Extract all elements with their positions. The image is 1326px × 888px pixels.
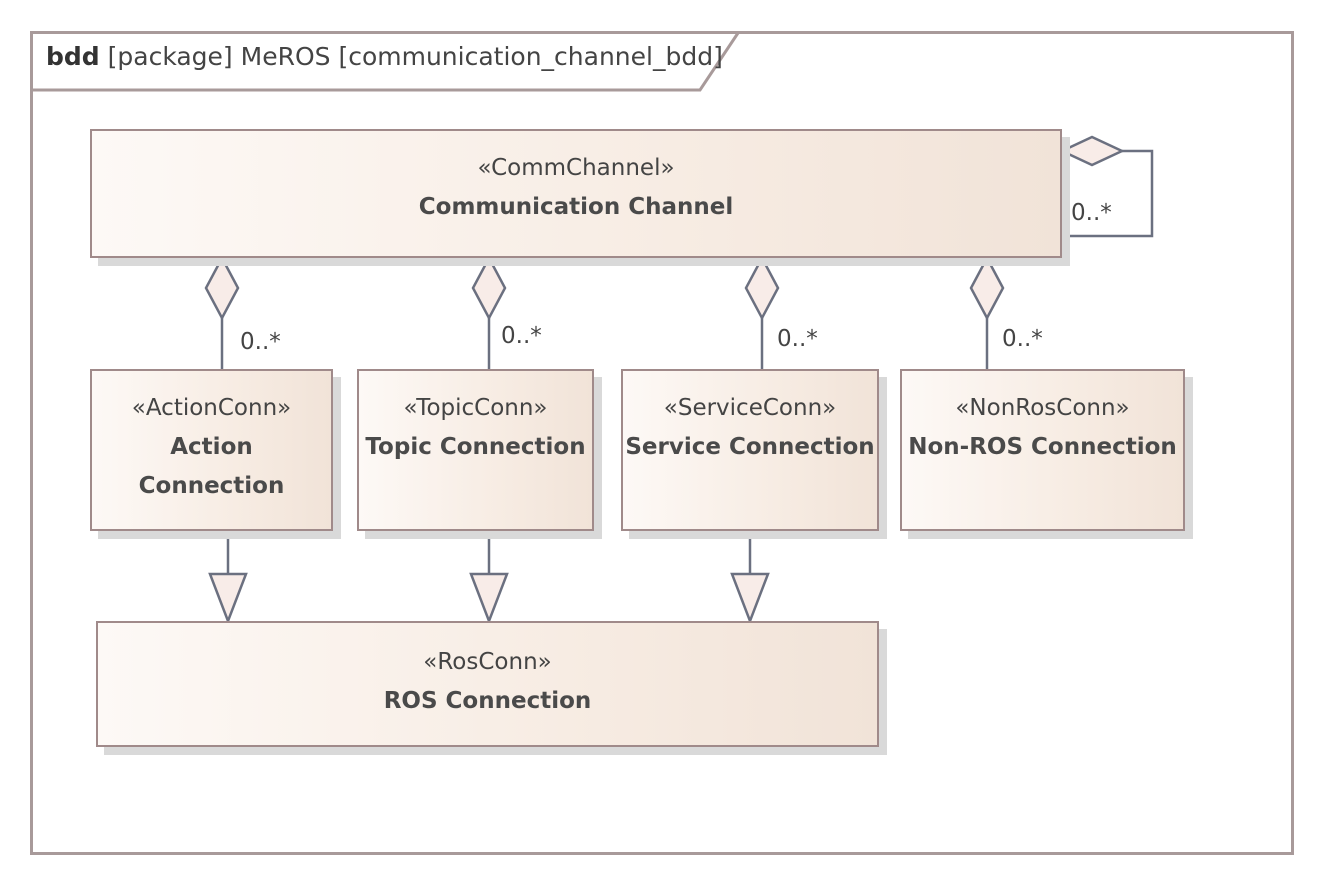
block-name: Communication Channel: [418, 194, 734, 220]
action-generalization-arrow: [208, 572, 248, 625]
block-name: Service Connection: [625, 434, 875, 460]
diagram-frame: [30, 31, 1294, 855]
block-ros-connection[interactable]: «RosConn» ROS Connection: [96, 621, 879, 747]
topic-generalization-arrow: [469, 572, 509, 625]
service-aggregation-diamond: [744, 255, 780, 321]
self-aggregation-diamond: [1059, 135, 1125, 167]
block-service-connection[interactable]: «ServiceConn» Service Connection: [621, 369, 879, 531]
stereotype-label: «TopicConn»: [403, 395, 548, 421]
self-aggregation-line: [1062, 149, 1154, 238]
topic-aggregation-diamond: [471, 255, 507, 321]
block-name: ROS Connection: [383, 688, 592, 714]
frame-header: bdd [package] MeROS [communication_chann…: [46, 42, 723, 71]
multiplicity-action: 0..*: [240, 329, 281, 355]
frame-kind: bdd: [46, 42, 100, 71]
block-name: Topic Connection: [365, 434, 586, 460]
block-name-line1: Action: [170, 434, 253, 460]
stereotype-label: «NonRosConn»: [955, 395, 1130, 421]
frame-tab-outline: [33, 32, 740, 92]
action-aggregation-diamond: [204, 255, 240, 321]
block-communication-channel[interactable]: «CommChannel» Communication Channel: [90, 129, 1062, 258]
multiplicity-service: 0..*: [777, 326, 818, 352]
block-action-connection[interactable]: «ActionConn» Action Connection: [90, 369, 333, 531]
block-topic-connection[interactable]: «TopicConn» Topic Connection: [357, 369, 594, 531]
multiplicity-self: 0..*: [1071, 200, 1112, 226]
stereotype-label: «ActionConn»: [131, 395, 292, 421]
block-name-line2: Connection: [138, 473, 285, 499]
nonros-aggregation-diamond: [969, 255, 1005, 321]
block-nonros-connection[interactable]: «NonRosConn» Non-ROS Connection: [900, 369, 1185, 531]
stereotype-label: «CommChannel»: [477, 155, 675, 181]
stereotype-label: «RosConn»: [423, 649, 552, 675]
multiplicity-topic: 0..*: [501, 323, 542, 349]
service-generalization-arrow: [730, 572, 770, 625]
multiplicity-nonros: 0..*: [1002, 326, 1043, 352]
frame-title: [package] MeROS [communication_channel_b…: [107, 42, 723, 71]
stereotype-label: «ServiceConn»: [663, 395, 837, 421]
block-name: Non-ROS Connection: [908, 434, 1177, 460]
